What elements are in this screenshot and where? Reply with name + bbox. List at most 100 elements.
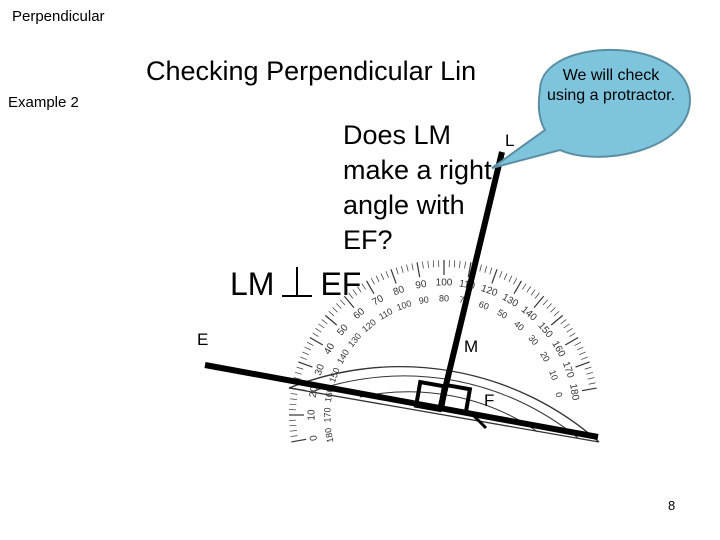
protractor-tick [581,387,597,392]
protractor-tick [479,264,482,272]
right-angle-marker-right [439,382,473,416]
protractor-tick [422,261,424,269]
protractor-tick [530,289,536,296]
protractor-scale-label: 70 [371,293,387,308]
slide-header: Perpendicular [12,8,105,25]
protractor-tick [304,346,312,351]
protractor-tick [542,299,548,306]
protractor-scale-label: 90 [418,294,430,306]
protractor-tick [296,366,304,370]
line-lm [437,151,505,411]
protractor-tick [586,371,594,375]
protractor-tick [375,275,380,283]
protractor-tick [459,260,461,268]
point-label-m: M [464,337,479,356]
protractor-tick [400,265,404,273]
protractor-tick [467,262,472,278]
protractor-tick [563,323,570,329]
protractor-scale-label: 110 [377,306,394,322]
protractor-tick [553,311,560,317]
protractor-tick [293,377,301,380]
protractor-scale-label: 50 [335,322,351,338]
callout-bubble [491,48,692,169]
protractor-scale-label: 40 [322,341,337,357]
protractor-scale-label: 120 [479,283,499,299]
protractor-scale-label: 30 [526,333,540,347]
page-number: 8 [668,498,676,513]
protractor-tick [464,261,466,269]
protractor-tick [336,303,342,309]
example-label: Example 2 [8,94,79,111]
protractor-scale-label: 80 [439,293,449,303]
protractor-tick [395,267,399,275]
protractor-scale-label: 0 [553,391,564,398]
protractor-tick [291,387,307,392]
protractor-tick [290,435,298,437]
protractor-tick [489,267,493,275]
protractor-tick [309,336,324,346]
protractor-tick [380,273,385,280]
protractor-tick [550,314,564,326]
protractor-tick [332,307,338,313]
protractor-tick [352,289,358,296]
protractor-tick [306,341,314,346]
protractor-tick [513,277,518,285]
protractor-tick [581,356,588,360]
protractor-tick [522,283,527,290]
protractor-tick [315,328,322,333]
protractor-scale-label: 160 [549,339,567,359]
notation-right: EF [320,266,362,302]
protractor-tick [321,319,328,325]
protractor-tick [575,361,590,368]
callout-text: We will check using a protractor. [546,67,676,104]
protractor-tick [318,323,325,329]
protractor-tick [343,295,355,309]
slide-title: Checking Perpendicular Lin [146,56,477,86]
protractor-tick [588,382,596,385]
protractor-tick [302,351,309,356]
protractor-scale-label: 40 [512,319,526,333]
protractor-scale-label: 50 [495,307,509,321]
protractor-tick [416,262,421,278]
protractor-scale-label: 170 [560,360,576,380]
protractor-tick [579,351,586,356]
question-text: Does LM make a right angle with EF? [343,120,492,255]
protractor-tick [348,292,354,299]
protractor-tick [491,269,498,284]
protractor-tick [503,273,508,280]
protractor-scale-label: 90 [415,279,428,292]
protractor-scale-label: 80 [392,284,407,298]
protractor-scale-label: 180 [567,383,581,402]
protractor-scale-label: 150 [327,366,342,384]
protractor-tick [576,346,584,351]
protractor-tick [357,286,362,293]
perpendicular-icon [282,267,313,297]
protractor-tick [324,314,338,326]
right-angle-marker-left [413,379,447,413]
point-label-e: E [197,330,209,349]
protractor-tick [298,361,313,368]
protractor-inner-scale: 1801701601501401301201101009080706050403… [322,293,564,443]
protractor-tick [289,430,297,432]
protractor-tick [294,371,302,375]
protractor-tick [312,332,319,337]
protractor-scale-label: 130 [500,292,520,310]
protractor-tick [534,292,540,299]
point-label-l: L [505,131,515,150]
protractor-tick [564,336,579,346]
protractor-tick [291,438,307,443]
protractor-scale-label: 130 [346,331,363,349]
protractor-tick [427,260,429,268]
protractor-tick [533,295,545,309]
protractor-tick [587,377,595,380]
protractor-tick [546,303,552,309]
protractor-tick [560,319,567,325]
protractor-tick [340,299,346,306]
protractor-tick [566,328,573,333]
protractor-scale-label: 170 [322,407,332,422]
protractor-scale-label: 30 [313,362,327,377]
protractor-scale-label: 100 [395,298,413,313]
protractor-scale-label: 120 [360,317,378,334]
